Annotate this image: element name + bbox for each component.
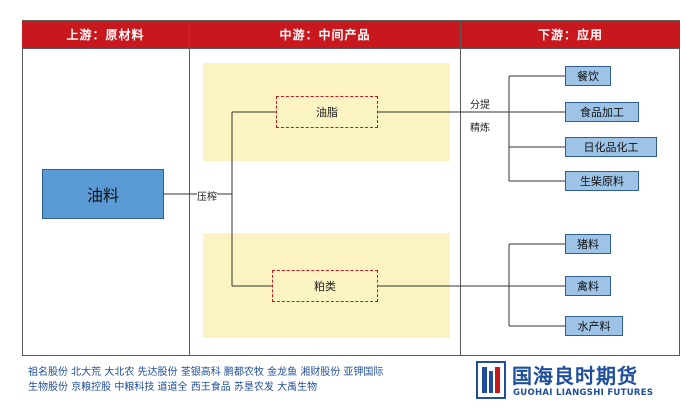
meal-box: 粕类 — [272, 270, 378, 302]
column-divider-2 — [460, 21, 461, 356]
use-food-processing: 食品加工 — [565, 102, 639, 122]
brand-name-cn: 国海良时期货 — [512, 364, 638, 388]
header-upstream: 上游：原材料 — [22, 21, 189, 48]
header-downstream: 下游：应用 — [461, 21, 680, 48]
press-label: 压榨 — [197, 188, 217, 203]
use-biodiesel: 生柴原料 — [565, 171, 639, 191]
header-midstream: 中游：中间产品 — [190, 21, 460, 48]
refine-label-1: 分提 — [470, 100, 490, 111]
use-catering: 餐饮 — [565, 66, 611, 86]
brand-name-en: GUOHAI LIANGSHI FUTURES — [513, 388, 654, 398]
column-divider-1 — [189, 21, 190, 356]
oilseed-box: 油料 — [42, 169, 164, 219]
brand-logo-icon — [474, 360, 508, 400]
company-list-line-2: 生物股份 京粮控股 中粮科技 道道全 西王食品 苏垦农发 大禹生物 — [28, 382, 318, 393]
use-daily-chemical: 日化品化工 — [565, 137, 657, 157]
oil-box: 油脂 — [276, 96, 378, 128]
use-pig-feed: 猪料 — [565, 234, 611, 254]
use-aquafeed: 水产料 — [565, 316, 623, 336]
refine-label-2: 精炼 — [470, 123, 490, 134]
diagram-frame — [22, 20, 680, 356]
company-list-line-1: 祖名股份 北大荒 大北农 先达股份 荃银高科 鹏都农牧 金龙鱼 湘财股份 亚钾国… — [28, 367, 384, 378]
use-poultry-feed: 禽料 — [565, 276, 611, 296]
header-divider — [22, 48, 680, 49]
